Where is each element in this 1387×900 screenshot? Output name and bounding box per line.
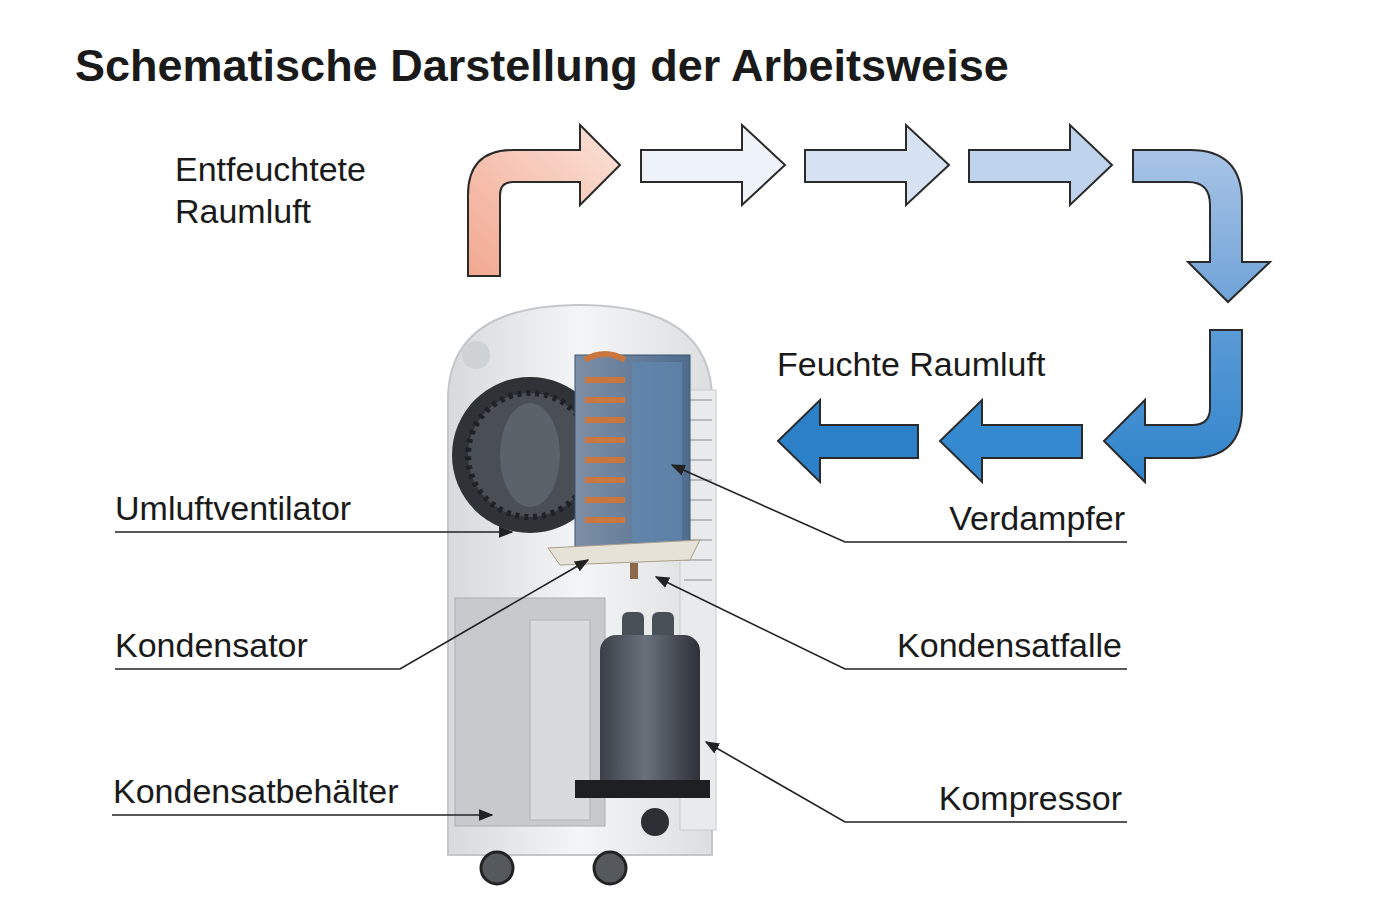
diagram-title: Schematische Darstellung der Arbeitsweis… bbox=[75, 40, 1009, 92]
part-label: Kondensatbehälter bbox=[113, 770, 473, 812]
part-label: Kondensator bbox=[115, 624, 415, 666]
part-label: Feuchte Raumluft bbox=[777, 343, 1107, 385]
part-label: Umluftventilator bbox=[115, 487, 445, 529]
part-label: Kompressor bbox=[822, 777, 1122, 819]
part-label: Kondensatfalle bbox=[802, 624, 1122, 666]
part-label: Verdampfer bbox=[825, 497, 1125, 539]
part-label: Entfeuchtete Raumluft bbox=[175, 148, 420, 232]
device-cutaway bbox=[448, 305, 716, 884]
leader-lines bbox=[112, 465, 1127, 822]
